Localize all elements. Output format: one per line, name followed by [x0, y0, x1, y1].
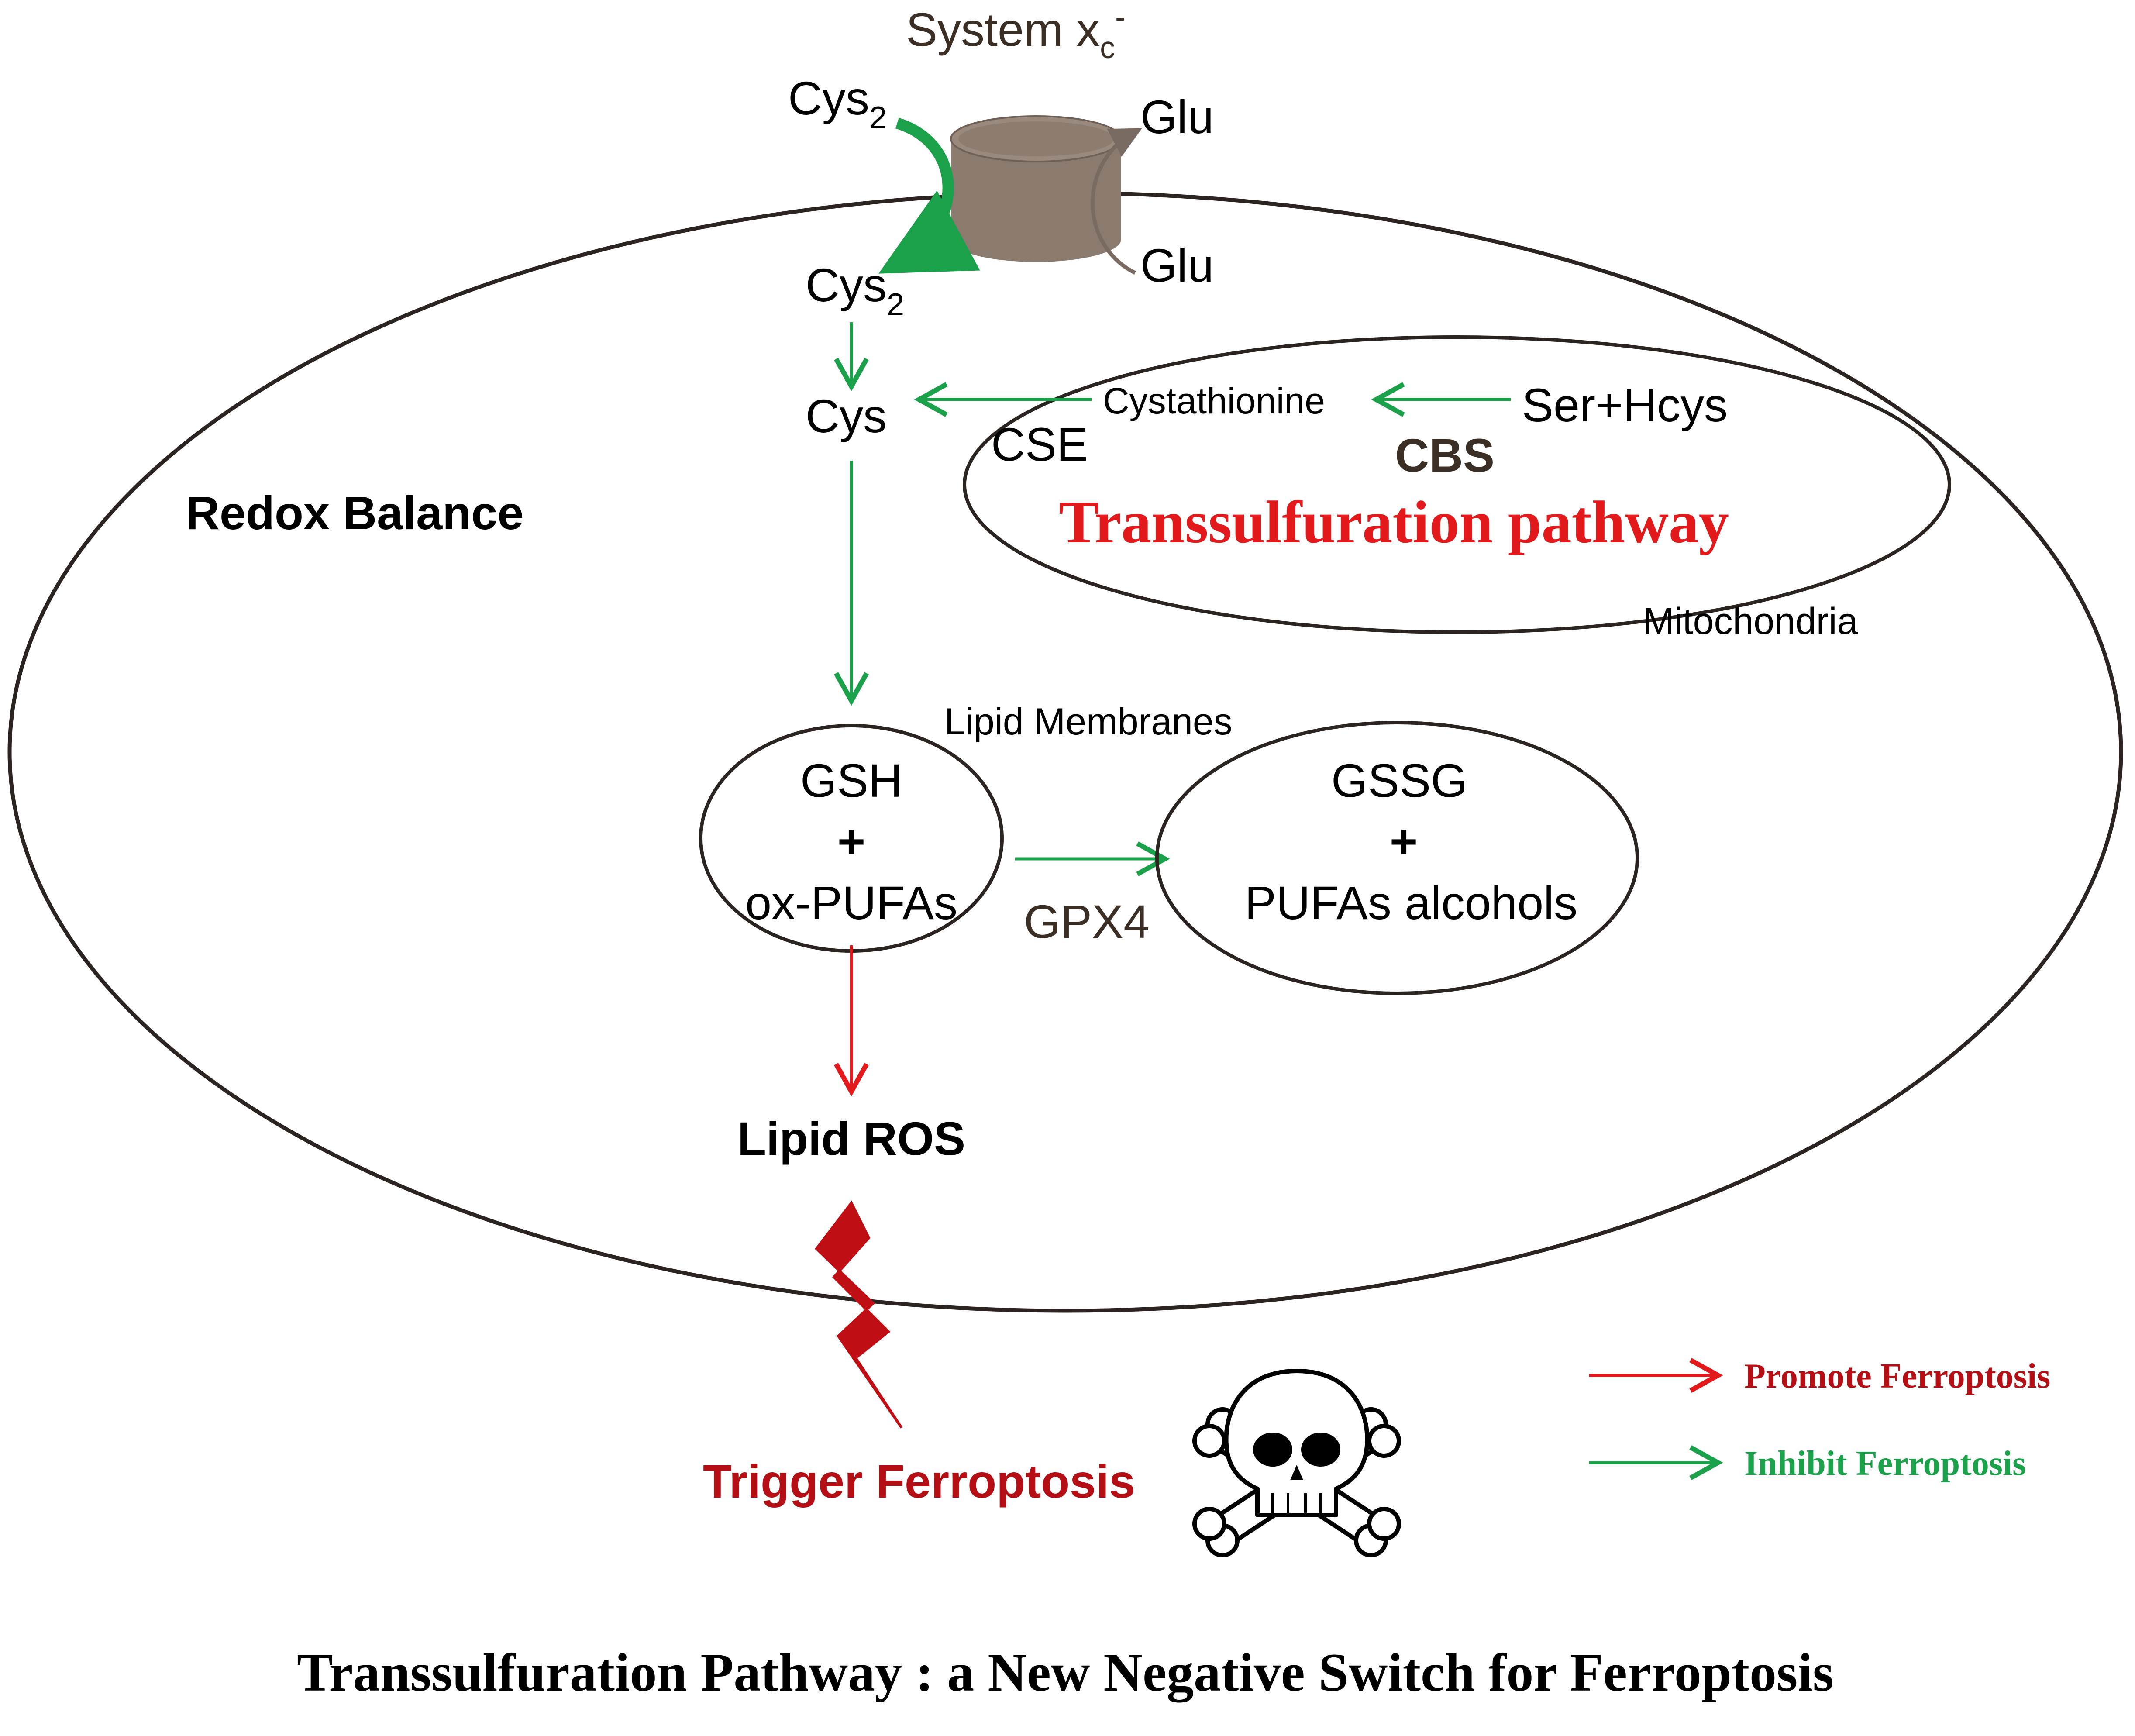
- transsulfuration-pathway-label: Transsulfuration pathway: [1059, 489, 1729, 555]
- ox-pufas-label: ox-PUFAs: [745, 876, 957, 929]
- system-xc-transporter: [950, 115, 1122, 262]
- cell-membrane: [7, 191, 2123, 1313]
- ser-hcys-label: Ser+Hcys: [1522, 379, 1728, 431]
- gsh-plus: +: [837, 815, 865, 868]
- cystathionine-label: Cystathionine: [1103, 380, 1325, 421]
- mitochondria-label: Mitochondria: [1643, 600, 1858, 642]
- gpx4-label: GPX4: [1024, 895, 1150, 948]
- lipid-membranes-label: Lipid Membranes: [944, 701, 1233, 743]
- glu-export-arrow: [1091, 128, 1142, 275]
- cys2-import-arrow: [878, 117, 980, 274]
- lipid-ros-label: Lipid ROS: [737, 1112, 965, 1165]
- cbs-label: CBS: [1395, 429, 1494, 482]
- cys2-intracellular: Cys2: [806, 258, 904, 322]
- legend: Promote Ferroptosis Inhibit Ferroptosis: [1589, 1357, 2050, 1483]
- legend-promote-label: Promote Ferroptosis: [1744, 1357, 2050, 1395]
- gssg-pufa-alcohols-compartment: [1155, 721, 1639, 995]
- transporter-label: System xc-: [906, 0, 1125, 65]
- redox-balance-label: Redox Balance: [186, 486, 523, 539]
- figure-title: Transsulfuration Pathway : a New Negativ…: [297, 1643, 1834, 1703]
- gsh-label: GSH: [800, 754, 902, 807]
- gssg-label: GSSG: [1331, 754, 1467, 807]
- gssg-plus: +: [1390, 815, 1418, 868]
- cys-label: Cys: [806, 389, 887, 442]
- lightning-bolt-icon: [814, 1200, 903, 1429]
- skull-crossbones-icon: [1192, 1369, 1401, 1557]
- legend-inhibit-label: Inhibit Ferroptosis: [1744, 1444, 2026, 1483]
- cse-label: CSE: [991, 418, 1088, 471]
- pufas-alcohols-label: PUFAs alcohols: [1245, 876, 1577, 929]
- glu-extracellular: Glu: [1140, 90, 1214, 143]
- mitochondria: [963, 335, 1951, 634]
- trigger-ferroptosis-label: Trigger Ferroptosis: [703, 1455, 1135, 1508]
- cys2-extracellular: Cys2: [788, 72, 887, 135]
- glu-intracellular: Glu: [1140, 239, 1214, 292]
